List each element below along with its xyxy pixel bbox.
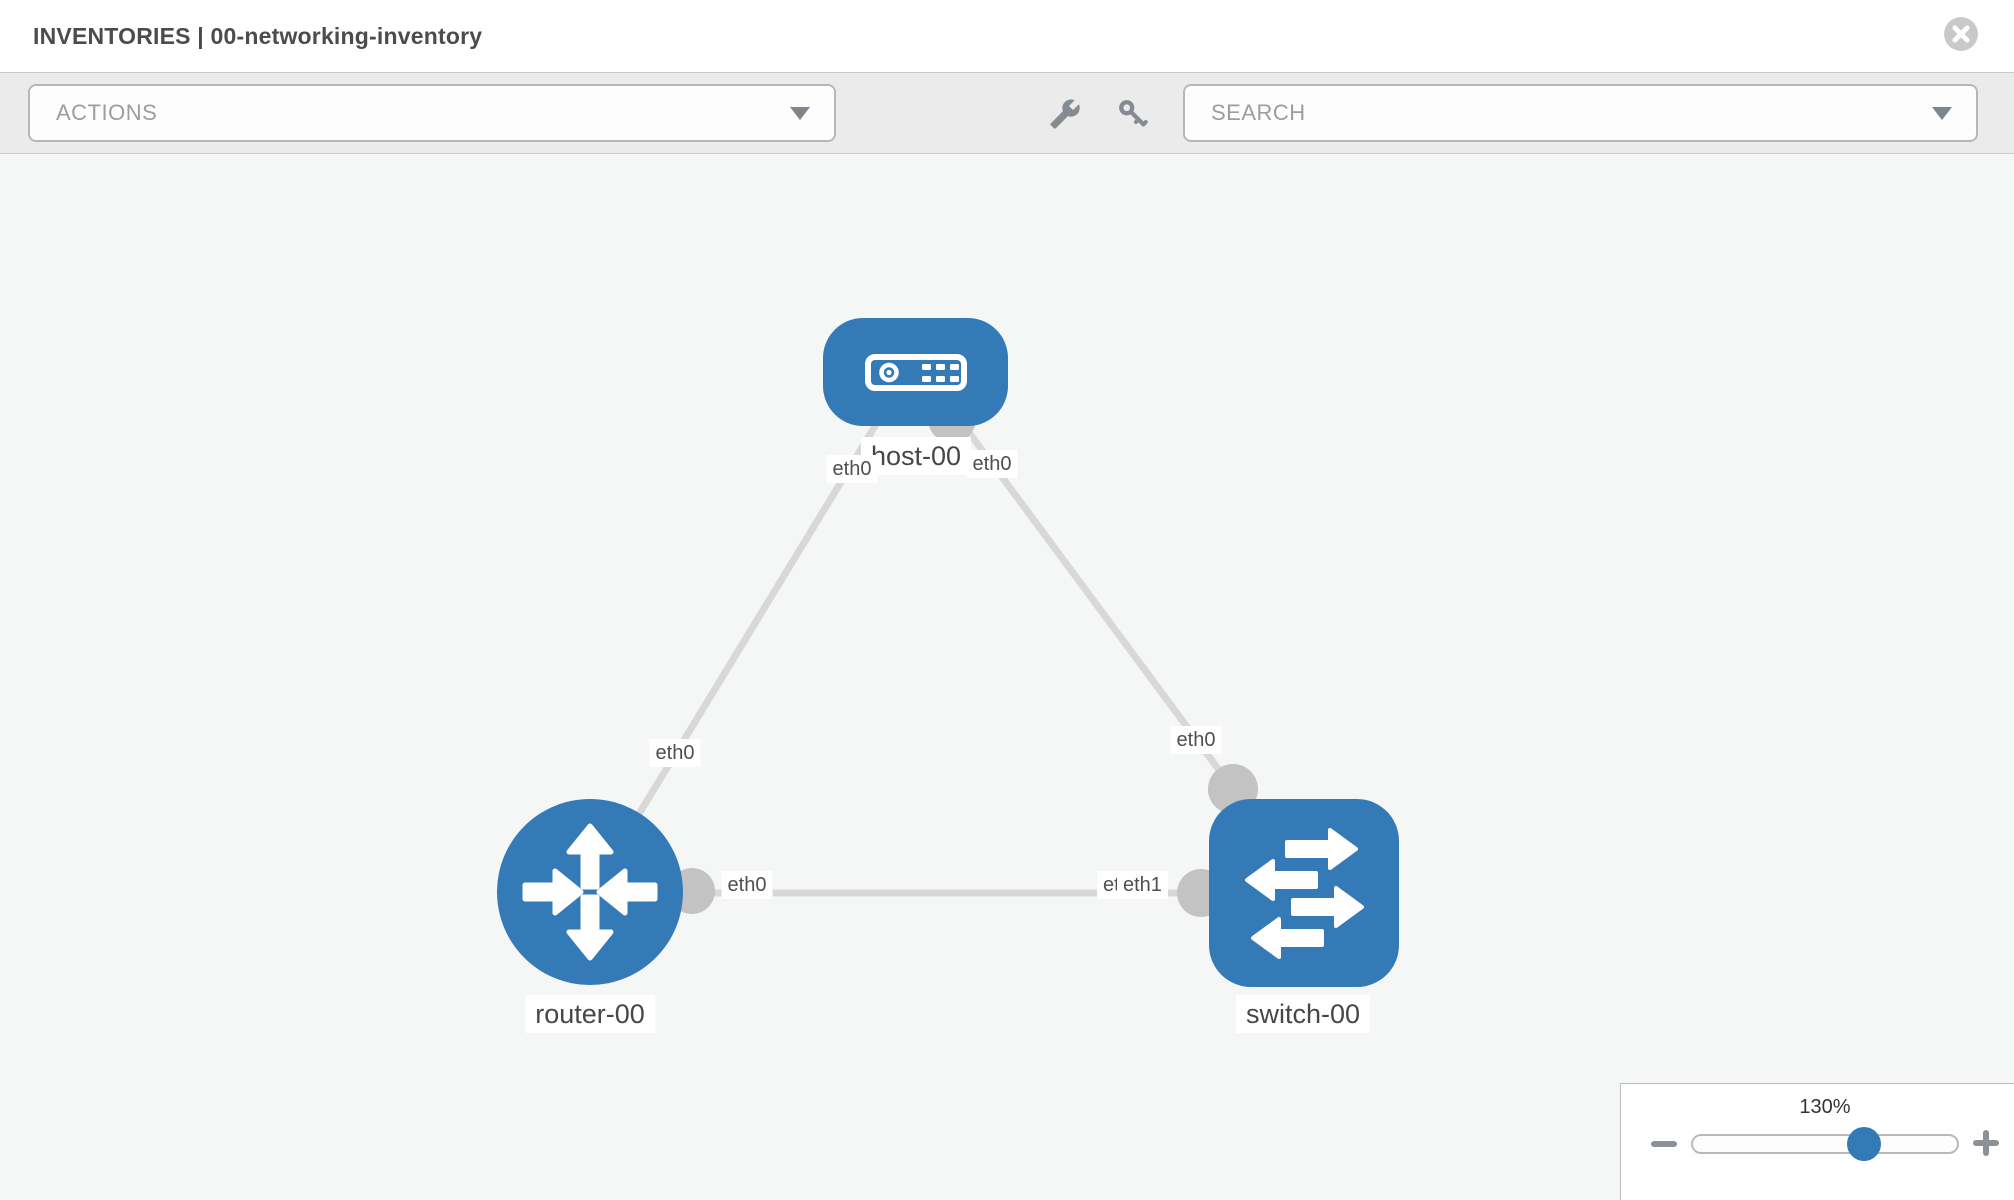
interface-label-router-to-host: eth0	[649, 739, 701, 767]
switch-icon	[1245, 828, 1364, 959]
node-label-router: router-00	[525, 995, 655, 1033]
toolbar: ACTIONS SEARCH	[0, 72, 2014, 154]
interface-label-switch-to-host: eth0	[1170, 726, 1222, 754]
interface-label-router-to-switch: eth0	[721, 871, 773, 899]
minus-icon[interactable]	[1651, 1141, 1677, 1147]
actions-dropdown[interactable]: ACTIONS	[28, 84, 836, 142]
caret-down-icon	[1932, 107, 1952, 120]
close-icon[interactable]	[1943, 16, 1979, 52]
wrench-icon[interactable]	[1049, 98, 1081, 130]
header: INVENTORIES | 00-networking-inventory	[0, 0, 2014, 72]
zoom-slider-handle[interactable]	[1847, 1127, 1881, 1161]
zoom-control-panel: 130%	[1620, 1083, 2014, 1200]
node-router[interactable]	[497, 799, 683, 985]
topology-graph	[497, 318, 1399, 987]
zoom-percent: 130%	[1799, 1096, 1851, 1118]
plus-icon[interactable]	[1973, 1130, 1999, 1156]
zoom-slider-track[interactable]	[1691, 1134, 1959, 1154]
interface-label-switch-to-router: eth1	[1117, 871, 1168, 899]
topology-canvas[interactable]: host-00 router-00 switch-00 eth0 eth0 et…	[0, 154, 2014, 1200]
interface-label-host-to-router: eth0	[826, 455, 878, 483]
search-dropdown[interactable]: SEARCH	[1183, 84, 1978, 142]
host-icon	[865, 354, 967, 391]
key-icon[interactable]	[1117, 98, 1149, 130]
node-host[interactable]	[823, 318, 1008, 426]
node-label-switch: switch-00	[1235, 995, 1371, 1033]
search-placeholder: SEARCH	[1211, 100, 1306, 125]
interface-label-host-to-switch: eth0	[966, 450, 1018, 478]
router-icon	[522, 823, 658, 961]
page-title: INVENTORIES | 00-networking-inventory	[33, 23, 483, 49]
caret-down-icon	[790, 107, 810, 120]
node-switch[interactable]	[1209, 799, 1399, 987]
actions-dropdown-label: ACTIONS	[56, 100, 158, 125]
node-label-host: host-00	[860, 437, 972, 475]
